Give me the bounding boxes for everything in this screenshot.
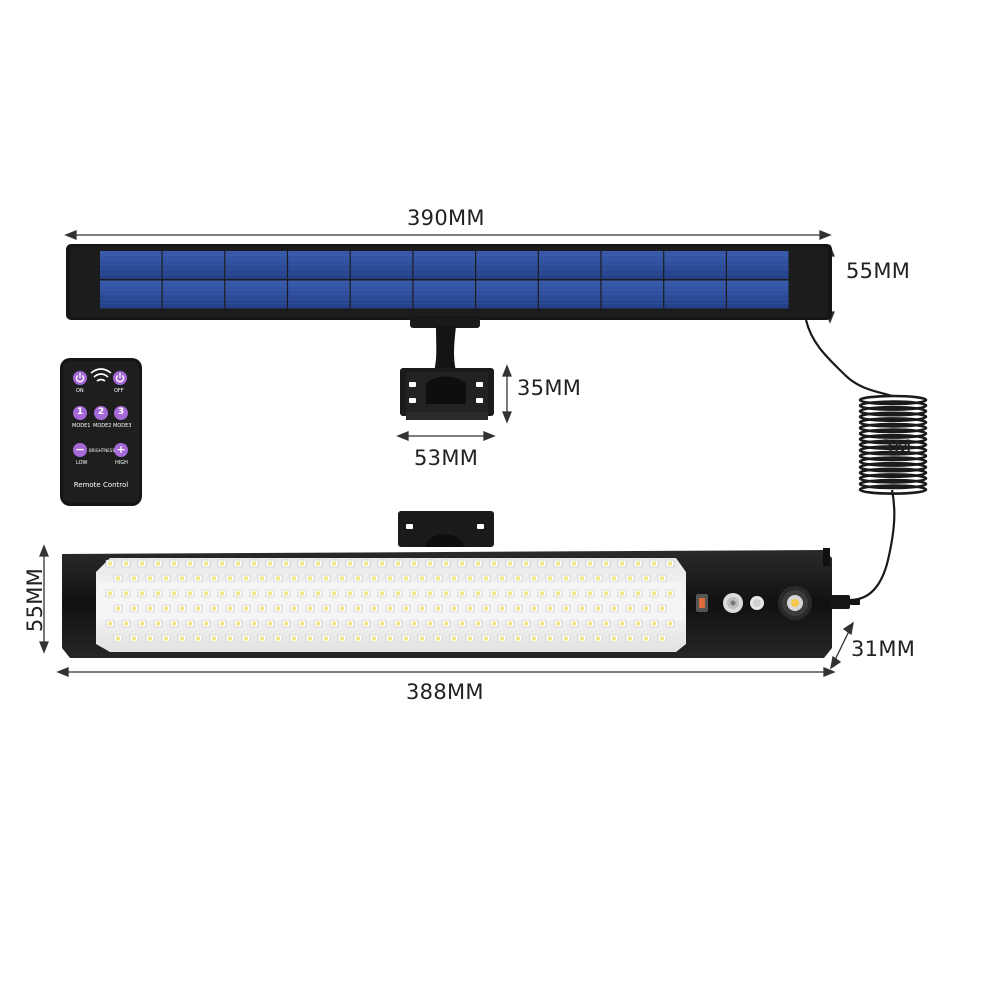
remote-brightness-label: BRIGHTNESS <box>89 448 115 453</box>
motion-sensor-icon <box>723 593 743 613</box>
remote-on-label: ON <box>76 388 84 394</box>
coiled-cable <box>804 319 896 602</box>
light-depth-label: 31MM <box>851 637 916 661</box>
solar-panel <box>66 244 832 320</box>
panel-mount-bracket <box>400 318 494 420</box>
remote-mode3-label: MODE3 <box>113 423 132 429</box>
remote-mode2-label: MODE2 <box>93 423 112 429</box>
power-icon <box>75 373 125 383</box>
remote-control <box>60 358 142 506</box>
wifi-signal-icon <box>90 368 112 382</box>
remote-mode1-button-number: 1 <box>76 407 84 417</box>
cable-length-label: 3M <box>880 436 913 460</box>
remote-off-label: OFF <box>114 388 124 394</box>
light-height-label: 55MM <box>23 567 48 633</box>
remote-high-label: HIGH <box>115 460 128 466</box>
remote-mode1-label: MODE1 <box>72 423 91 429</box>
remote-low-label: LOW <box>76 460 88 466</box>
remote-minus-button: − <box>75 443 85 456</box>
panel-height-label: 55MM <box>846 259 911 283</box>
led-light-bar <box>62 511 860 658</box>
remote-title: Remote Control <box>73 481 129 489</box>
remote-plus-button: + <box>116 443 126 456</box>
coil-rings <box>858 394 928 495</box>
remote-mode3-button-number: 3 <box>117 407 125 417</box>
light-width-label: 388MM <box>406 680 484 704</box>
mount-height-label: 35MM <box>517 376 582 400</box>
panel-width-label: 390MM <box>407 206 485 230</box>
mount-width-label: 53MM <box>414 446 479 470</box>
remote-mode2-button-number: 2 <box>97 407 105 417</box>
